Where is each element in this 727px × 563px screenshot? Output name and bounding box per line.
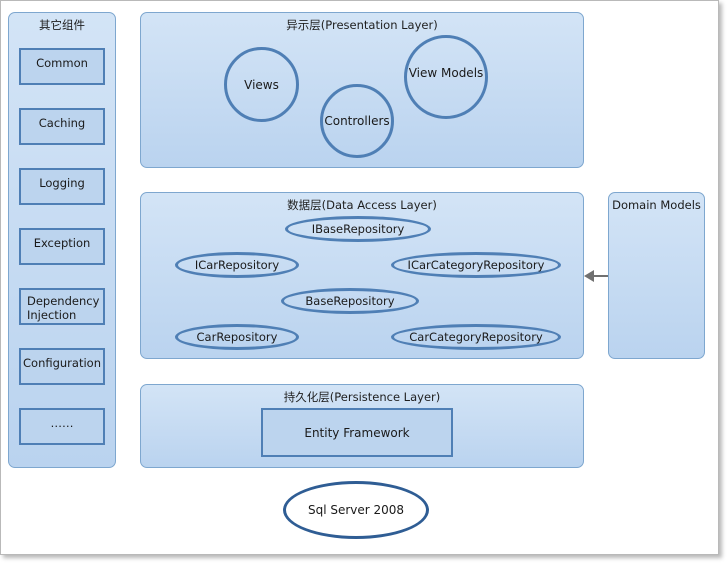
base-repository-node: BaseRepository [281,288,419,314]
data-access-layer-title: 数据层(Data Access Layer) [287,198,437,212]
controllers-node: Controllers [320,84,394,158]
persistence-layer-title: 持久化层(Persistence Layer) [283,390,441,404]
component-ellipsis: …… [19,408,105,445]
domain-models-panel: Domain Models [608,192,705,359]
presentation-layer-title: 异示层(Presentation Layer) [286,18,438,32]
data-access-layer-panel: 数据层(Data Access Layer) IBaseRepository I… [140,192,584,359]
component-configuration: Configuration [19,348,105,385]
component-caching: Caching [19,108,105,145]
persistence-layer-panel: 持久化层(Persistence Layer) Entity Framework [140,384,584,468]
other-components-title: 其它组件 [39,18,85,32]
component-common: Common [19,48,105,85]
component-logging: Logging [19,168,105,205]
ibase-repository-node: IBaseRepository [285,216,431,242]
icar-repository-node: ICarRepository [175,252,299,278]
presentation-layer-panel: 异示层(Presentation Layer) Views Controller… [140,12,584,168]
component-exception: Exception [19,228,105,265]
other-components-panel: 其它组件 Common Caching Logging Exception De… [8,12,116,468]
entity-framework-box: Entity Framework [261,408,453,457]
carcategory-repository-node: CarCategoryRepository [391,324,561,350]
icarcategory-repository-node: ICarCategoryRepository [391,252,561,278]
domain-models-label: Domain Models [612,198,701,212]
diagram-frame: 其它组件 Common Caching Logging Exception De… [0,0,719,555]
sql-server-node: Sql Server 2008 [283,481,429,539]
domain-to-data-arrow [584,270,608,282]
views-node: Views [224,47,299,122]
car-repository-node: CarRepository [175,324,299,350]
view-models-node: View Models [404,35,488,119]
component-dependency-injection: Dependency Injection [19,288,105,325]
